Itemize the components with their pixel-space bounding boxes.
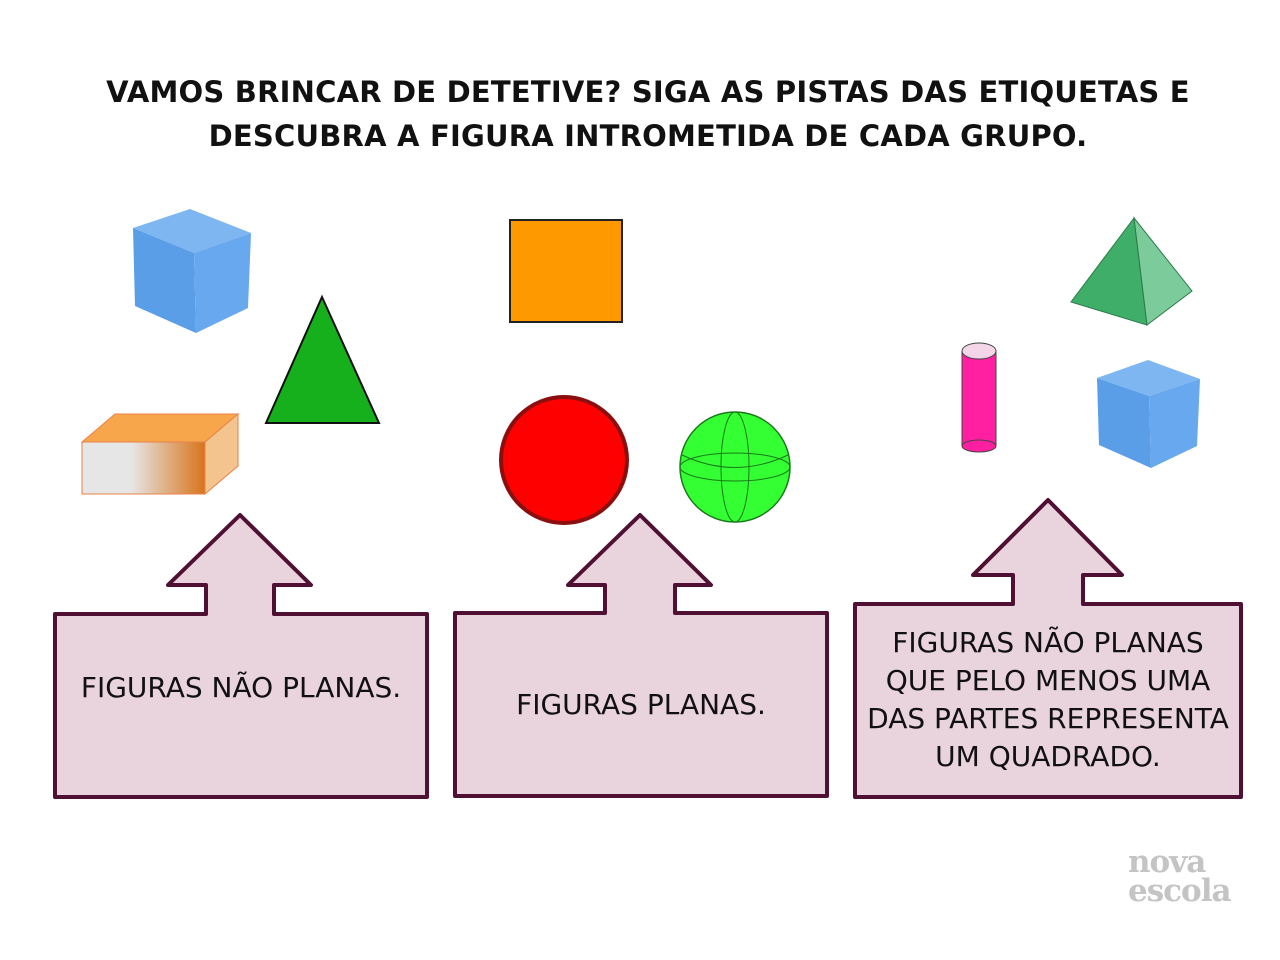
label-text-1: FIGURAS NÃO PLANAS. xyxy=(80,670,402,704)
square-shape xyxy=(509,219,623,323)
page-title: VAMOS BRINCAR DE DETETIVE? SIGA AS PISTA… xyxy=(106,75,1190,153)
cylinder-shape xyxy=(961,342,997,453)
sphere-shape xyxy=(679,411,791,523)
label-box-1 xyxy=(53,513,429,799)
cube-shape xyxy=(133,209,251,333)
triangle-shape xyxy=(264,294,381,424)
label-box-3 xyxy=(853,498,1243,799)
square-pyramid-shape xyxy=(1070,216,1193,326)
label-text-3: FIGURAS NÃO PLANAS QUE PELO MENOS UMA DA… xyxy=(867,626,1229,773)
label-box-2 xyxy=(453,513,829,798)
nova-escola-logo: nova escola xyxy=(1128,844,1232,909)
circle-shape xyxy=(499,395,629,525)
label-text-2: FIGURAS PLANAS. xyxy=(516,688,766,721)
logo-line-2: escola xyxy=(1128,873,1232,909)
logo-line-1: nova xyxy=(1128,844,1206,880)
cube-shape-2 xyxy=(1097,360,1200,468)
rectangular-prism-shape xyxy=(80,412,240,496)
